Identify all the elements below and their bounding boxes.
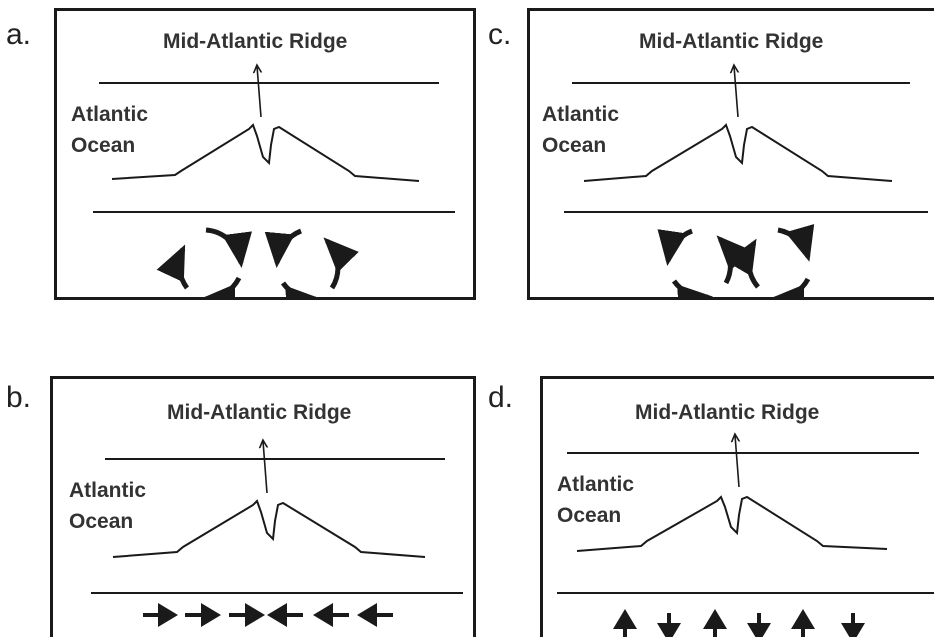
panel-a: Mid-Atlantic Ridge Atlantic Ocean xyxy=(54,8,476,300)
panel-c-ocean-line1: Atlantic xyxy=(542,103,620,126)
panel-d-ridge-pointer-arrow xyxy=(735,435,739,488)
panel-c-ridge-profile xyxy=(583,123,893,182)
panel-d-letter: d. xyxy=(488,381,514,414)
panel-b-ocean-label: Atlantic Ocean xyxy=(69,475,146,537)
panel-c-ocean-line2: Ocean xyxy=(542,134,607,157)
panel-b-drawing xyxy=(91,379,463,627)
panel-a-letter: a. xyxy=(6,18,32,51)
panel-b: Mid-Atlantic Ridge Atlantic Ocean xyxy=(50,376,476,637)
panel-a-title: Mid-Atlantic Ridge xyxy=(163,30,348,53)
panel-a-ocean-line1: Atlantic xyxy=(71,103,149,126)
panel-c-ocean-label: Atlantic Ocean xyxy=(542,99,619,161)
panel-b-ridge-profile xyxy=(112,499,426,558)
panel-a-convection-cell-left xyxy=(156,227,252,297)
panel-d-title: Mid-Atlantic Ridge xyxy=(635,401,820,424)
panel-b-ocean-line1: Atlantic xyxy=(69,479,147,502)
panel-a-ocean-label: Atlantic Ocean xyxy=(71,99,148,161)
panel-b-ocean-line2: Ocean xyxy=(69,510,134,533)
panel-d-ocean-line2: Ocean xyxy=(557,504,622,527)
panel-c: Mid-Atlantic Ridge Atlantic Ocean xyxy=(527,8,934,300)
panel-d-ridge-profile xyxy=(576,495,888,552)
panel-c-convection-cell-right xyxy=(725,224,815,297)
panel-c-drawing xyxy=(564,11,928,297)
panel-b-title: Mid-Atlantic Ridge xyxy=(167,401,352,424)
panel-a-convection-cell-right xyxy=(264,228,359,297)
panel-b-letter: b. xyxy=(6,381,32,414)
panel-d-drawing xyxy=(557,379,934,637)
panel-b-ridge-pointer-arrow xyxy=(263,441,267,494)
panel-c-convection-cell-left xyxy=(657,228,752,297)
panel-a-drawing xyxy=(93,11,455,297)
panel-d-ocean-line1: Atlantic xyxy=(557,473,635,496)
panel-a-ridge-profile xyxy=(111,123,420,182)
panel-c-title: Mid-Atlantic Ridge xyxy=(639,30,824,53)
panel-d-plate-arrows xyxy=(613,609,865,637)
panel-d-ocean-label: Atlantic Ocean xyxy=(557,469,634,531)
panel-a-ocean-line2: Ocean xyxy=(71,134,136,157)
panel-c-letter: c. xyxy=(488,18,512,51)
panel-a-ridge-pointer-arrow xyxy=(257,66,261,118)
panel-d: Mid-Atlantic Ridge Atlantic Ocean xyxy=(540,376,934,637)
panel-c-ridge-pointer-arrow xyxy=(734,66,738,118)
